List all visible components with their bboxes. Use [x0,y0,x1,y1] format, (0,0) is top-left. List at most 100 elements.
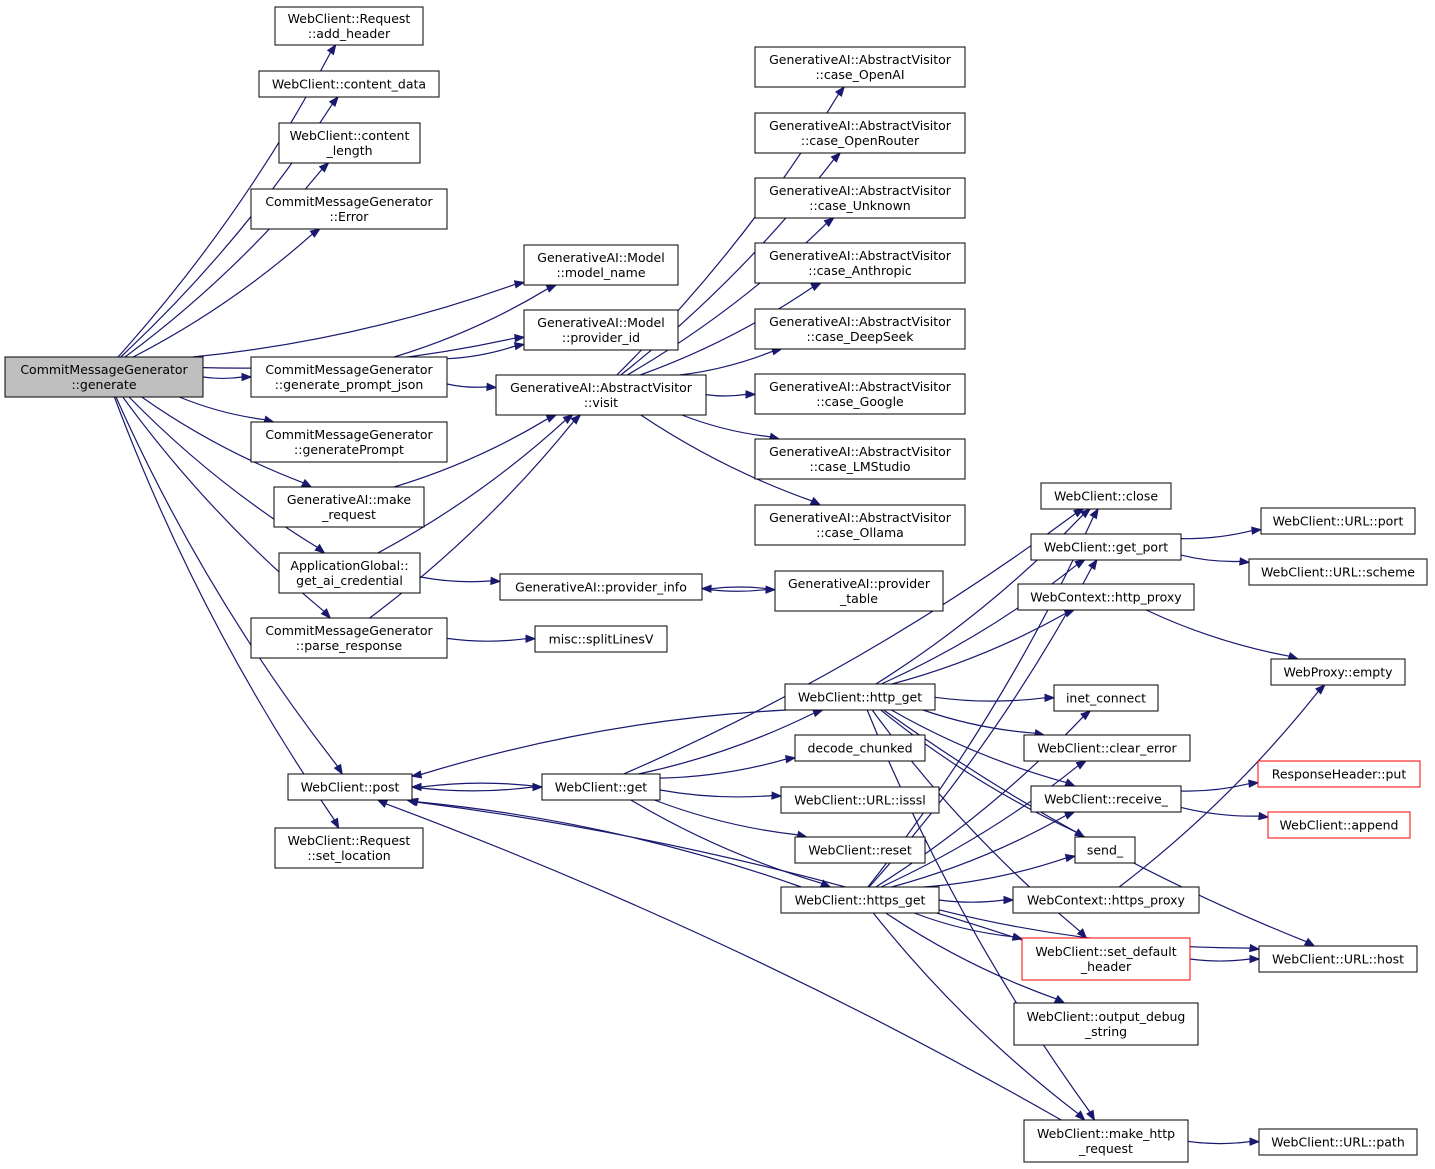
node-append[interactable]: WebClient::append [1267,811,1411,839]
node-label-line: WebClient::set_default [1035,944,1176,959]
node-label-line: _request [321,507,376,522]
node-get[interactable]: WebClient::get [541,773,661,801]
node-visit[interactable]: GenerativeAI::AbstractVisitor::visit [495,374,707,416]
node-post[interactable]: WebClient::post [287,773,413,801]
node-receive-[interactable]: WebClient::receive_ [1030,785,1182,813]
node-box [794,836,926,864]
node-case-Unknown[interactable]: GenerativeAI::AbstractVisitor::case_Unkn… [754,177,966,219]
node-set-location[interactable]: WebClient::Request::set_location [274,827,424,869]
node-isssl[interactable]: WebClient::URL::isssl [780,786,940,814]
node-get-port[interactable]: WebClient::get_port [1030,533,1182,561]
arrowhead-http_get-to-get_port [1074,559,1086,569]
node-gen-prompt-json[interactable]: CommitMessageGenerator::generate_prompt_… [250,356,448,398]
node-box [534,625,668,653]
node-box [1023,1119,1189,1163]
node-splitLinesV[interactable]: misc::splitLinesV [534,625,668,653]
arrowhead-make_request-to-visit [545,414,558,423]
node-box [1030,785,1182,813]
edge-set_default_header-to-post [415,801,1023,941]
node-box [794,734,926,762]
node-make-http-request[interactable]: WebClient::make_http_request [1023,1119,1189,1163]
node-url-host[interactable]: WebClient::URL::host [1258,945,1418,973]
node-content-length[interactable]: WebClient::content_length [278,122,421,164]
edge-http_get-to-http_proxy [891,612,1066,685]
edge-provider_table-to-provider_info [710,586,776,591]
node-url-port[interactable]: WebClient::URL::port [1260,507,1416,535]
node-https-proxy[interactable]: WebContext::https_proxy [1012,886,1200,914]
node-box [1257,760,1421,788]
node-root[interactable]: CommitMessageGenerator::generate [4,356,204,398]
node-label-line: ::provider_id [562,330,640,345]
node-label-line: WebClient::receive_ [1044,792,1169,807]
node-case-DeepSeek[interactable]: GenerativeAI::AbstractVisitor::case_Deep… [754,308,966,350]
node-http-get[interactable]: WebClient::http_get [784,683,936,711]
node-box [754,308,966,350]
edge-parse_response-to-splitLinesV [446,637,527,642]
node-case-LMStudio[interactable]: GenerativeAI::AbstractVisitor::case_LMSt… [754,438,966,480]
node-reset[interactable]: WebClient::reset [794,836,926,864]
node-proxy-empty[interactable]: WebProxy::empty [1270,658,1406,686]
node-label-line: WebClient::URL::isssl [794,793,926,808]
arrowhead-receive_-to-append [1258,811,1270,821]
node-label-line: GenerativeAI::make [287,492,412,507]
node-make-request[interactable]: GenerativeAI::make_request [273,486,425,528]
node-case-OpenRouter[interactable]: GenerativeAI::AbstractVisitor::case_Open… [754,112,966,154]
node-case-Google[interactable]: GenerativeAI::AbstractVisitor::case_Goog… [754,373,966,415]
node-http-proxy[interactable]: WebContext::http_proxy [1017,583,1195,611]
node-box [1013,1002,1199,1046]
node-label-line: GenerativeAI::AbstractVisitor [769,183,952,198]
arrowhead-gen_prompt_json-to-provider_id [513,341,526,351]
node-generatePrompt[interactable]: CommitMessageGenerator::generatePrompt [250,421,448,463]
node-box [1267,811,1411,839]
node-url-scheme[interactable]: WebClient::URL::scheme [1248,558,1428,586]
node-case-Anthropic[interactable]: GenerativeAI::AbstractVisitor::case_Anth… [754,242,966,284]
node-add-header[interactable]: WebClient::Request::add_header [274,6,424,46]
edge-root-to-model_name [192,283,516,358]
arrowhead-http_get-to-receive_ [1064,778,1076,787]
node-provider-table[interactable]: GenerativeAI::provider_table [774,570,944,612]
node-model-name[interactable]: GenerativeAI::Model::model_name [523,244,679,286]
node-box [754,112,966,154]
node-response-put[interactable]: ResponseHeader::put [1257,760,1421,788]
edge-gen_prompt_json-to-provider_id [446,345,516,360]
node-close[interactable]: WebClient::close [1040,482,1172,510]
node-send-[interactable]: send_ [1074,836,1136,864]
edge-get-to-post [420,782,543,788]
node-label-line: WebClient::https_get [795,893,926,908]
node-box [780,886,940,914]
edge-visit-to-case_Ollama [640,414,813,502]
edge-https_proxy-to-proxy_empty [1118,690,1319,888]
arrowhead-root-to-provider_id [514,333,526,343]
node-provider-id[interactable]: GenerativeAI::Model::provider_id [523,309,679,351]
node-box [523,244,679,286]
node-output-debug-string[interactable]: WebClient::output_debug_string [1013,1002,1199,1046]
node-url-path[interactable]: WebClient::URL::path [1258,1128,1418,1156]
arrowhead-https_get-to-output_debug_string [1053,994,1066,1004]
node-label-line: ::case_Anthropic [808,263,912,278]
node-label-line: WebClient::post [301,780,400,795]
node-inet-connect[interactable]: inet_connect [1053,684,1159,712]
node-label-line: WebClient::http_get [798,690,922,705]
arrowhead-https_get-to-clear_error [1075,760,1088,770]
node-parse-response[interactable]: CommitMessageGenerator::parse_response [250,617,448,659]
node-clear-error[interactable]: WebClient::clear_error [1023,734,1191,762]
edge-root-to-post [115,396,339,767]
node-set-default-header[interactable]: WebClient::set_default_header [1021,937,1191,981]
node-case-OpenAI[interactable]: GenerativeAI::AbstractVisitor::case_Open… [754,46,966,88]
node-box [1258,945,1418,973]
node-label-line: WebClient::content_data [272,77,426,92]
node-cmg-error[interactable]: CommitMessageGenerator::Error [250,188,448,230]
node-provider-info[interactable]: GenerativeAI::provider_info [499,573,703,601]
arrowhead-root-to-gen_prompt_json [241,372,253,382]
node-https-get[interactable]: WebClient::https_get [780,886,940,914]
node-content-data[interactable]: WebClient::content_data [258,70,440,98]
node-case-Ollama[interactable]: GenerativeAI::AbstractVisitor::case_Olla… [754,504,966,546]
edge-http_get-to-clear_error [922,709,1036,734]
edge-get-to-http_get [638,712,815,775]
node-get-ai-credential[interactable]: ApplicationGlobal::get_ai_credential [278,552,421,594]
arrowhead-root-to-parse_response [320,608,332,620]
node-label-line: ApplicationGlobal:: [290,558,408,573]
arrowhead-get-to-close [1073,508,1085,518]
node-decode-chunked[interactable]: decode_chunked [794,734,926,762]
